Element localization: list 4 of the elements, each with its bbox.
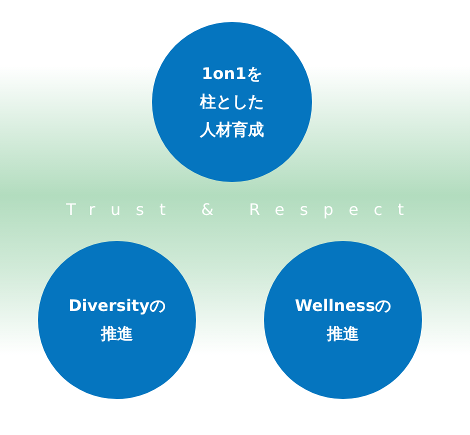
node-text: 1on1を柱とした人材育成 [199, 63, 265, 141]
node-text: Wellnessの推進 [294, 295, 392, 345]
motto-text: Trust & Respect [65, 200, 420, 219]
node-text: Diversityの推進 [67, 295, 167, 345]
